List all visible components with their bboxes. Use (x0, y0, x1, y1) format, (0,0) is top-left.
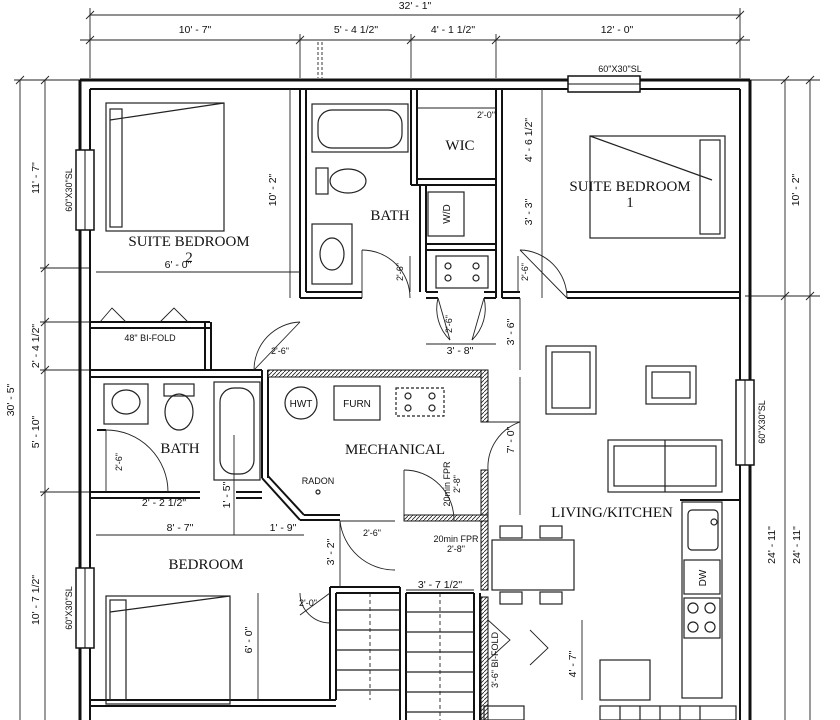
window-left-upper-label: 60"X30"SL (64, 168, 74, 211)
dim-bedroom-door: 2'-0" (299, 598, 317, 608)
radon-icon (315, 489, 321, 495)
toilet-lower (163, 383, 195, 431)
armchair (545, 345, 597, 415)
dim-bath-door: 2'-6" (114, 453, 124, 471)
dim-right-seg3: 24' - 11" (791, 526, 803, 564)
sink-upper (311, 223, 353, 285)
room-bath-upper: BATH (370, 208, 409, 224)
room-living-kitchen: LIVING/KITCHEN (551, 505, 673, 521)
interior-walls (90, 89, 740, 720)
dim-bath-sep: 1' - 5" (221, 481, 233, 508)
wd-label: W/D (442, 204, 453, 223)
dim-stair-w: 3' - 7 1/2" (418, 579, 463, 591)
dim-left-seg4: 10' - 7 1/2" (30, 575, 42, 625)
bottom-steps (483, 705, 737, 720)
sink-lower (103, 383, 149, 425)
room-suite-bedroom-1-num: 1 (626, 195, 634, 211)
bifold-48-label: 48" BI-FOLD (124, 333, 176, 343)
dim-mech-door: 2'-6" (363, 528, 381, 538)
dim-living-7: 7' - 0" (505, 426, 517, 453)
dim-bath-w: 2' - 2 1/2" (142, 497, 187, 509)
bed-bedroom (105, 595, 231, 705)
left-dimensions (14, 75, 90, 720)
dim-right-seg2: 24' - 11" (766, 526, 778, 564)
exterior-walls (78, 78, 752, 720)
dim-top-seg2: 5' - 4 1/2" (334, 24, 379, 36)
dim-top-seg3: 4' - 1 1/2" (431, 24, 476, 36)
dim-left-seg3: 5' - 10" (30, 415, 42, 448)
dim-bed2-height: 10' - 2" (267, 173, 279, 206)
dim-wic-width: 2'-0" (477, 110, 495, 120)
fpr-2-size: 2'-8" (447, 544, 465, 554)
dim-left-seg1: 11' - 7" (30, 162, 42, 194)
dim-top-seg4: 12' - 0" (601, 24, 634, 36)
stairs (336, 593, 474, 720)
dw-label: DW (698, 569, 709, 586)
room-suite-bedroom-1: SUITE BEDROOM (569, 179, 690, 195)
furn-label: FURN (343, 399, 371, 410)
window-left-upper (75, 149, 95, 231)
bed-suite-2 (105, 102, 225, 232)
dim-top-overall: 32' - 1" (399, 0, 432, 12)
dim-bed1-offset: 3' - 3" (523, 198, 535, 225)
window-right-label: 60"X30"SL (757, 400, 767, 443)
fpr-1-size: 2'-8" (452, 475, 462, 493)
fpr-1-label: 20min FPR (442, 461, 452, 507)
dim-door-c: 2'-6" (444, 315, 454, 333)
toilet-upper (315, 167, 367, 195)
room-bath-lower: BATH (160, 441, 199, 457)
dim-right-seg1: 10' - 2" (790, 173, 802, 206)
fpr-2-label: 20min FPR (433, 534, 479, 544)
dim-mech-w: 1' - 9" (270, 522, 297, 534)
room-wic: WIC (445, 138, 474, 154)
dim-door-d: 2'-6" (271, 346, 289, 356)
hall-closet-grid (435, 255, 489, 289)
hwt-label: HWT (290, 399, 313, 410)
dim-hall-height: 3' - 6" (505, 318, 517, 345)
window-top-label: 60"X30"SL (598, 64, 641, 74)
top-dimensions (80, 8, 750, 78)
washer-dryer (427, 191, 465, 237)
radon-label: RADON (302, 476, 335, 486)
dim-top-seg1: 10' - 7" (179, 24, 212, 36)
window-right (735, 379, 755, 466)
dim-wic-height: 4' - 6 1/2" (523, 118, 535, 163)
bifold-36-label: 3'-6" BI-FOLD (490, 632, 500, 688)
window-left-lower (75, 567, 95, 649)
right-dimensions (745, 75, 820, 720)
dining-table (491, 525, 575, 605)
dim-bed2-width: 6' - 0" (165, 259, 192, 271)
room-mechanical: MECHANICAL (345, 442, 445, 458)
interior-dimension-lines (96, 89, 583, 700)
dim-left-seg2: 2' - 4 1/2" (30, 324, 42, 369)
dim-door-a: 2'-6" (395, 263, 405, 281)
dim-bedroom-w: 8' - 7" (167, 522, 194, 534)
mech-grid (395, 387, 445, 417)
bathtub-lower (213, 381, 261, 481)
doors (99, 249, 568, 666)
room-suite-bedroom-2: SUITE BEDROOM (128, 234, 249, 250)
dim-door-b: 2'-6" (520, 263, 530, 281)
furnace-icon (333, 385, 381, 421)
fire-rated-walls (267, 369, 489, 720)
dim-bedroom-h: 6' - 0" (243, 626, 255, 653)
bed-suite-1 (589, 135, 726, 239)
dim-hall-width: 3' - 8" (447, 345, 474, 357)
bathtub-upper (311, 103, 409, 153)
window-left-lower-label: 60"X30"SL (64, 586, 74, 629)
dim-stair-h: 3' - 2" (325, 538, 337, 565)
tv-unit (645, 365, 697, 405)
room-bedroom: BEDROOM (168, 557, 243, 573)
dim-left-overall: 30' - 5" (5, 383, 17, 416)
kitchen-counter (599, 501, 723, 701)
dim-kitchen-h: 4' - 7" (567, 650, 579, 677)
window-top (567, 75, 641, 93)
hwt-icon (284, 386, 318, 420)
room-suite-bedroom-2-num: 2 (185, 250, 193, 266)
sofa (607, 439, 723, 493)
